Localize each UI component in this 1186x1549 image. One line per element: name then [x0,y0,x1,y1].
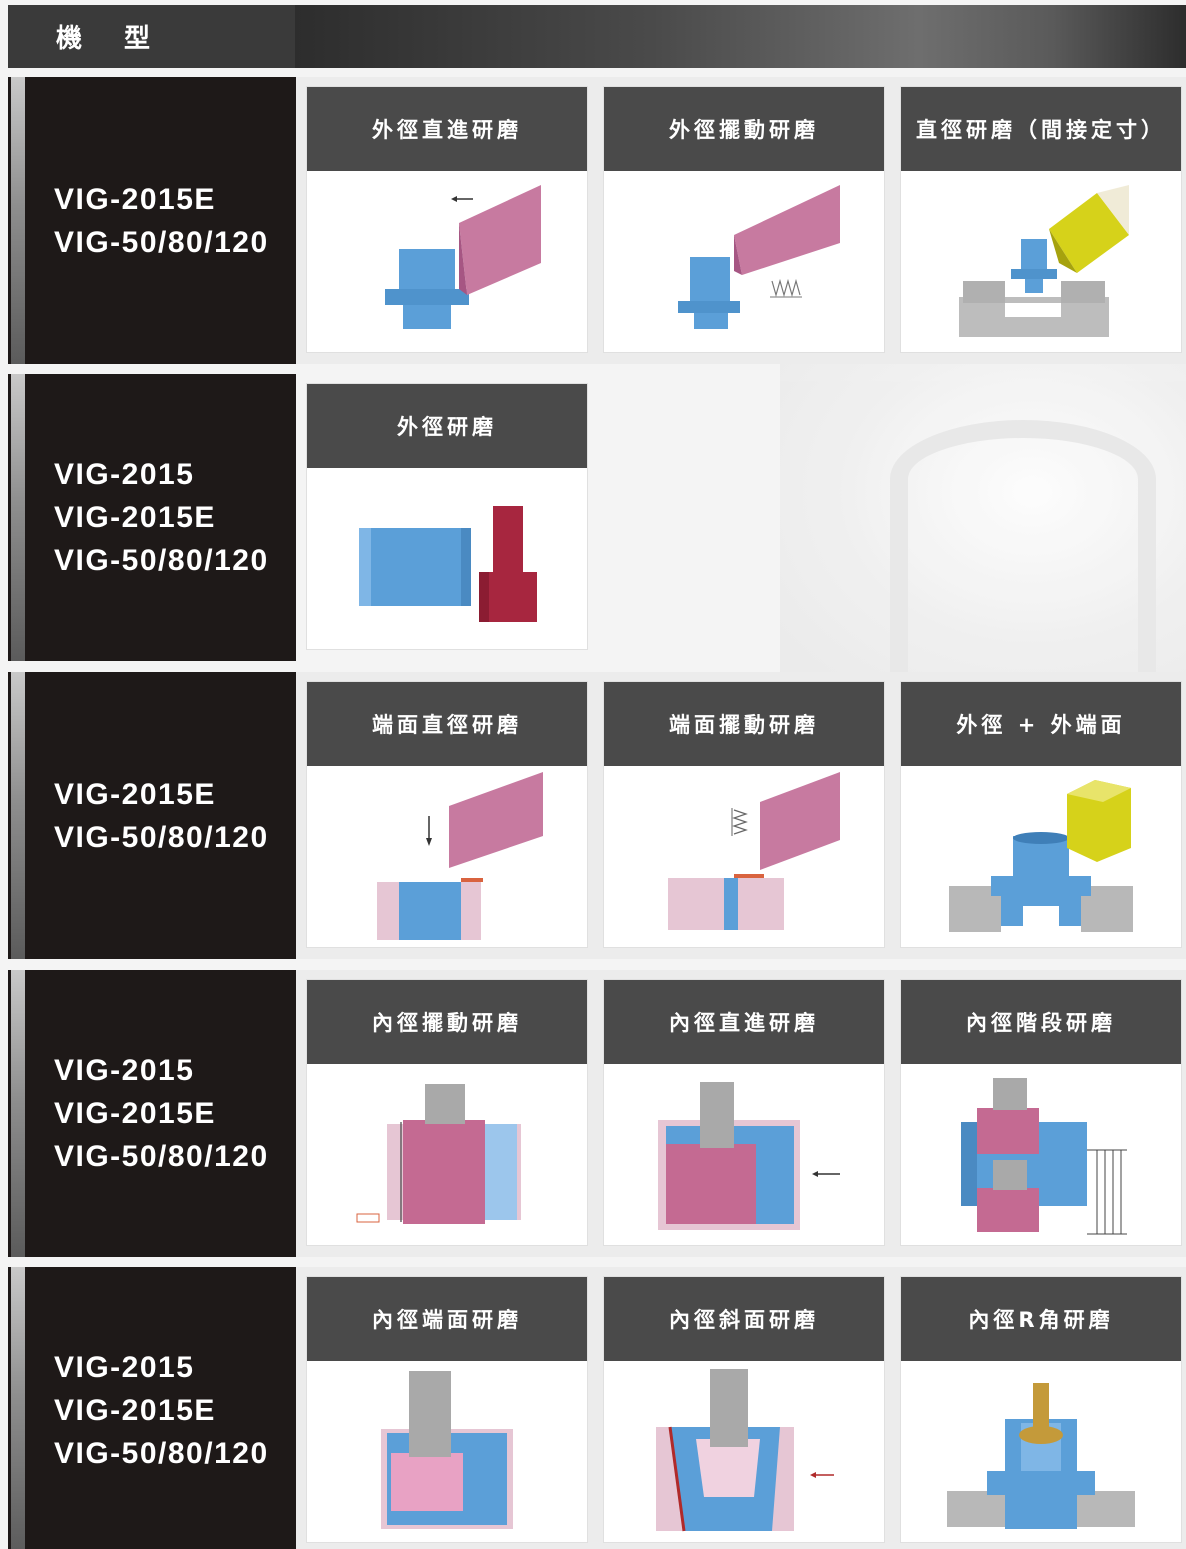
process-row: VIG-2015E VIG-50/80/120 端面直徑研磨 端面擺動研磨 [8,672,1186,959]
process-card: 內徑R角研磨 [900,1276,1182,1543]
process-row: VIG-2015 VIG-2015E VIG-50/80/120 外徑研磨 [8,374,1186,661]
model-edge-gradient [11,970,25,1257]
header-gradient [295,5,1186,68]
face-oscillation-grinding-illustration [604,766,884,947]
id-step-grinding-illustration [901,1064,1181,1245]
card-title: 外徑 + 外端面 [901,682,1181,766]
id-radius-grinding-illustration [901,1361,1181,1542]
model-name: VIG-2015E [54,1394,216,1427]
face-plunge-grinding-illustration [307,766,587,947]
process-card: 外徑擺動研磨 [603,86,885,353]
model-box: VIG-2015 VIG-2015E VIG-50/80/120 [8,970,296,1257]
card-title: 內徑斜面研磨 [604,1277,884,1361]
model-name: VIG-50/80/120 [54,820,269,854]
card-title: 內徑階段研磨 [901,980,1181,1064]
card-title: 內徑R角研磨 [901,1277,1181,1361]
header-title: 機型 [8,5,295,68]
model-list: VIG-2015 VIG-2015E VIG-50/80/120 [54,374,269,661]
card-title: 端面直徑研磨 [307,682,587,766]
process-row: VIG-2015 VIG-2015E VIG-50/80/120 內徑擺動研磨 … [8,970,1186,1257]
id-taper-grinding-illustration [604,1361,884,1542]
card-title: 內徑端面研磨 [307,1277,587,1361]
process-card: 內徑端面研磨 [306,1276,588,1543]
process-card: 端面直徑研磨 [306,681,588,948]
card-title: 外徑研磨 [307,384,587,468]
card-title: 內徑直進研磨 [604,980,884,1064]
background-decoration [780,360,1186,716]
model-box: VIG-2015 VIG-2015E VIG-50/80/120 [8,374,296,661]
model-list: VIG-2015E VIG-50/80/120 [54,77,269,364]
model-box: VIG-2015 VIG-2015E VIG-50/80/120 [8,1267,296,1549]
od-oscillation-grinding-illustration [604,171,884,352]
model-edge-gradient [11,1267,25,1549]
process-card: 端面擺動研磨 [603,681,885,948]
model-name: VIG-2015E [54,182,216,216]
od-grinding-illustration [307,468,587,649]
model-name: VIG-2015 [54,1351,195,1384]
card-title: 內徑擺動研磨 [307,980,587,1064]
process-row: VIG-2015E VIG-50/80/120 外徑直進研磨 外徑擺動研磨 [8,77,1186,364]
model-box: VIG-2015E VIG-50/80/120 [8,77,296,364]
id-face-grinding-illustration [307,1361,587,1542]
process-card: 內徑直進研磨 [603,979,885,1246]
model-box: VIG-2015E VIG-50/80/120 [8,672,296,959]
model-name: VIG-2015 [54,458,195,491]
model-list: VIG-2015E VIG-50/80/120 [54,672,269,959]
od-plus-face-illustration [901,766,1181,947]
model-name: VIG-2015 [54,1054,195,1087]
model-name: VIG-50/80/120 [54,225,269,259]
card-title: 外徑擺動研磨 [604,87,884,171]
id-oscillation-grinding-illustration [307,1064,587,1245]
model-name: VIG-2015E [54,1097,216,1130]
model-name: VIG-50/80/120 [54,1140,269,1173]
process-row: VIG-2015 VIG-2015E VIG-50/80/120 內徑端面研磨 … [8,1267,1186,1549]
card-title: 外徑直進研磨 [307,87,587,171]
model-name: VIG-50/80/120 [54,544,269,577]
model-edge-gradient [11,77,25,364]
card-title: 端面擺動研磨 [604,682,884,766]
process-card: 直徑研磨（間接定寸） [900,86,1182,353]
process-card: 外徑直進研磨 [306,86,588,353]
process-card: 內徑擺動研磨 [306,979,588,1246]
model-name: VIG-50/80/120 [54,1437,269,1470]
process-card: 內徑斜面研磨 [603,1276,885,1543]
process-card: 外徑研磨 [306,383,588,650]
model-name: VIG-2015E [54,777,216,811]
model-edge-gradient [11,672,25,959]
card-title: 直徑研磨（間接定寸） [901,87,1181,171]
process-card: 外徑 + 外端面 [900,681,1182,948]
model-name: VIG-2015E [54,501,216,534]
id-plunge-grinding-illustration [604,1064,884,1245]
model-list: VIG-2015 VIG-2015E VIG-50/80/120 [54,1267,269,1549]
header-bar: 機型 [8,5,1186,68]
model-edge-gradient [11,374,25,661]
diameter-indirect-sizing-illustration [901,171,1181,352]
od-plunge-grinding-illustration [307,171,587,352]
process-card: 內徑階段研磨 [900,979,1182,1246]
model-list: VIG-2015 VIG-2015E VIG-50/80/120 [54,970,269,1257]
